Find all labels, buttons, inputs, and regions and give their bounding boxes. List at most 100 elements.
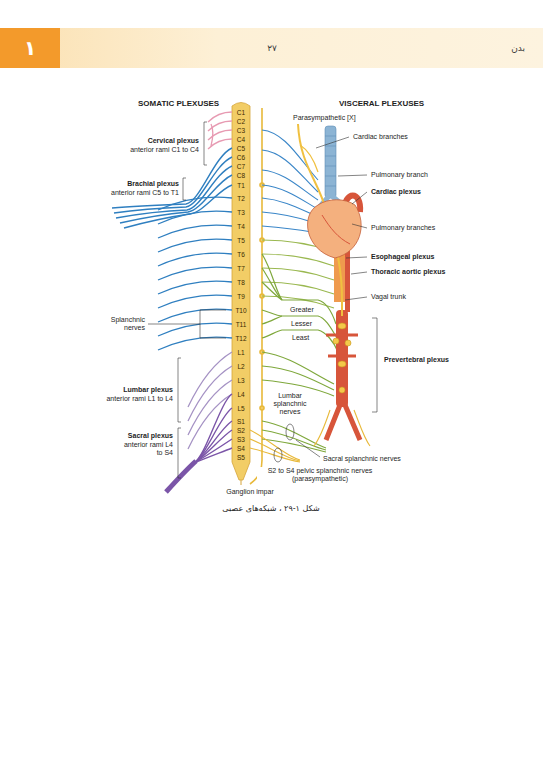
structure-label: Ganglion impar (225, 488, 274, 496)
vessels (326, 405, 360, 440)
sacral-nerves (194, 448, 232, 463)
heart (308, 200, 362, 258)
brachial-nerves (112, 148, 232, 208)
plexus-label: Thoracic aortic plexus (370, 268, 446, 276)
plexus-label: Esophageal plexus (370, 253, 435, 261)
bracket-lines (204, 122, 207, 165)
leader-lines (316, 137, 349, 148)
cardiac-sympathetic (262, 226, 312, 232)
intercostal-nerves (158, 253, 232, 266)
vertebral-level: C1 (237, 109, 245, 116)
bracket-lines (183, 178, 186, 200)
leader-lines (345, 297, 367, 300)
pelvic-splanchnic (250, 430, 300, 462)
intercostal-nerves (158, 239, 232, 252)
vertebral-level: C3 (237, 127, 245, 134)
plexus-label: Brachial plexus (126, 180, 180, 188)
section-heading: SOMATIC PLEXUSES (137, 99, 220, 108)
cardiac-sympathetic (262, 212, 312, 222)
cervical-nerves (208, 112, 232, 122)
cervical-nerves (208, 130, 232, 140)
vertebral-level: L2 (237, 363, 244, 370)
vertebral-level: S2 (237, 427, 245, 434)
brachial-nerves (114, 157, 232, 213)
header-text: ۱ (24, 35, 36, 61)
section-heading: VISCERAL PLEXUSES (338, 99, 425, 108)
intercostal-nerves (158, 323, 232, 336)
plexus-label: Prevertebral plexus (383, 356, 450, 364)
structure-label: anterior rami L1 to L4 (105, 395, 174, 403)
structure-label: Splanchnic nerves (102, 316, 146, 332)
structure-label: anterior rami C1 to C4 (129, 146, 200, 154)
vertebral-level: T6 (237, 251, 245, 258)
spinal-cord (232, 103, 250, 486)
structure-label: S2 to S4 pelvic splanchnic nerves (paras… (257, 467, 384, 483)
leader-lines (338, 175, 367, 176)
structure-label: anterior rami L4 to S4 (122, 441, 174, 457)
splanchnic-nerves (262, 254, 282, 300)
vertebral-level: T10 (235, 307, 246, 314)
intercostal-nerves (158, 225, 232, 238)
heart (308, 200, 362, 258)
vertebral-level: T12 (235, 335, 246, 342)
vessels (325, 126, 336, 198)
bracket-lines (200, 310, 226, 338)
bracket-lines (178, 428, 181, 478)
intercostal-nerves (158, 337, 232, 350)
vertebral-level: S4 (237, 445, 245, 452)
structure-label: Pulmonary branch (370, 171, 429, 179)
nerve-loops (286, 424, 294, 440)
plexus-ganglia (333, 338, 339, 344)
intercostal-nerves (158, 197, 232, 210)
cervical-nerves (208, 112, 232, 149)
structure-label: Sacral splanchnic nerves (322, 455, 402, 463)
intercostal-nerves (158, 197, 232, 350)
vessels (326, 335, 358, 356)
intercostal-nerves (158, 309, 232, 322)
spinal-cord (241, 480, 242, 485)
plexus-label: Lumbar plexus (122, 386, 174, 394)
intercostal-nerves (158, 211, 232, 224)
splanchnic-nerves (262, 316, 282, 324)
heart (322, 215, 350, 244)
structure-label: Lesser (290, 320, 313, 328)
cervical-nerves (211, 124, 213, 146)
sacral-nerves (194, 430, 232, 463)
intercostal-nerves (158, 267, 232, 280)
splanchnic-nerves (262, 268, 282, 300)
vessels (314, 410, 370, 446)
structure-label: Pulmonary branches (370, 224, 436, 232)
structure-label: Least (291, 334, 310, 342)
vertebral-level: T9 (237, 293, 245, 300)
structure-label: Vagal trunk (370, 293, 407, 301)
vertebral-level: C5 (237, 145, 245, 152)
pelvic-splanchnic (250, 439, 300, 461)
vertebral-level: L5 (237, 405, 244, 412)
splanchnic-nerves (262, 254, 338, 452)
splanchnic-nerves (262, 352, 334, 384)
vessels (325, 136, 336, 186)
intercostal-nerves (158, 295, 232, 308)
plexus-label: Cardiac plexus (370, 188, 422, 196)
vertebral-level: C2 (237, 118, 245, 125)
vertebral-level: S3 (237, 436, 245, 443)
cardiac-sympathetic (262, 170, 318, 200)
structure-label: Lumbar splanchnic nerves (269, 392, 311, 416)
leader-lines (351, 272, 367, 274)
structure-label: Greater (289, 306, 315, 314)
bracket-lines (178, 358, 181, 422)
sacral-nerves (166, 461, 196, 492)
leader-lines (316, 137, 367, 300)
sacral-nerves (194, 439, 232, 463)
vertebral-level: L1 (237, 349, 244, 356)
plexus-ganglia (339, 387, 345, 393)
vessels (336, 310, 348, 407)
vertebral-level: T5 (237, 237, 245, 244)
vertebral-level: T3 (237, 209, 245, 216)
nerve-loops (274, 448, 282, 462)
vagus-nerve (300, 145, 318, 172)
vertebral-level: S5 (237, 454, 245, 461)
vessels (345, 250, 350, 312)
